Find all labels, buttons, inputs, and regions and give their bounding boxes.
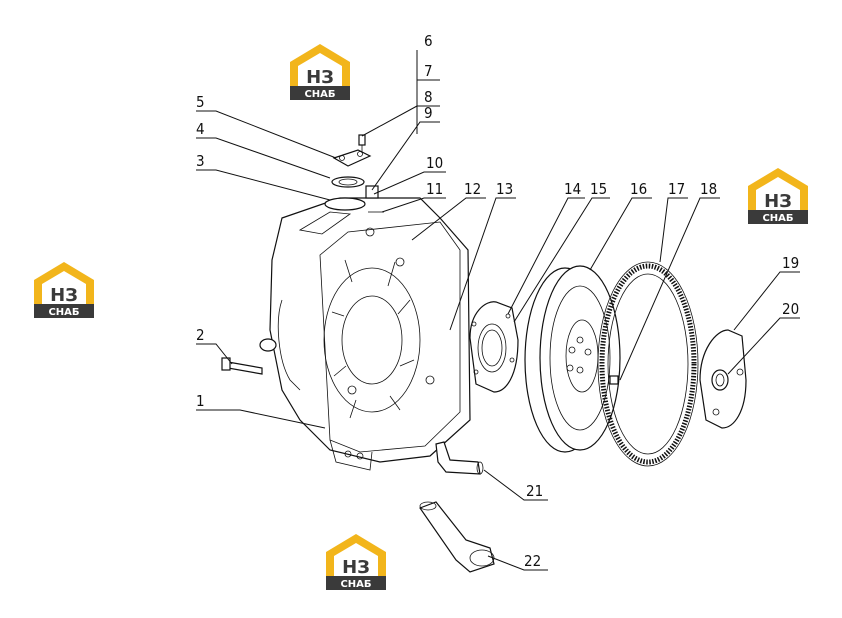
sleeve-part-22 — [419, 501, 495, 573]
callout-13: 13 — [496, 180, 513, 198]
callout-14: 14 — [564, 180, 581, 198]
callout-1: 1 — [196, 392, 205, 410]
callout-8: 8 — [424, 88, 433, 106]
svg-text:СНАБ: СНАБ — [762, 213, 793, 224]
callout-7: 7 — [424, 62, 433, 80]
elbow-fitting — [435, 441, 484, 475]
watermark-logo-3: НЗ СНАБ — [34, 262, 94, 318]
watermark-logo-2: НЗ СНАБ — [748, 168, 808, 224]
callout-20: 20 — [782, 300, 799, 318]
leader-lines — [196, 50, 800, 571]
callout-2: 2 — [196, 326, 205, 344]
callout-21: 21 — [526, 482, 543, 500]
bearing-plate — [699, 329, 747, 429]
seal-plate — [469, 301, 519, 393]
svg-text:СНАБ: СНАБ — [340, 579, 371, 590]
callout-19: 19 — [782, 254, 799, 272]
svg-text:СНАБ: СНАБ — [48, 307, 79, 318]
flywheel — [524, 265, 621, 453]
callout-12: 12 — [464, 180, 481, 198]
cover-assembly-parts-3-5 — [324, 149, 372, 211]
svg-text:НЗ: НЗ — [342, 557, 370, 578]
callout-6: 6 — [424, 32, 433, 50]
svg-text:СНАБ: СНАБ — [304, 89, 335, 100]
callout-11: 11 — [426, 180, 443, 198]
bolt-part-2 — [221, 357, 263, 375]
callout-10: 10 — [426, 154, 443, 172]
callout-9: 9 — [424, 104, 433, 122]
callout-numbers: 1 2 3 4 5 6 7 8 9 10 11 12 13 14 15 16 1… — [196, 32, 799, 570]
callout-3: 3 — [196, 152, 205, 170]
callout-4: 4 — [196, 120, 205, 138]
svg-text:НЗ: НЗ — [306, 67, 334, 88]
svg-text:НЗ: НЗ — [50, 285, 78, 306]
ring-gear — [597, 261, 699, 467]
callout-18: 18 — [700, 180, 717, 198]
callout-16: 16 — [630, 180, 647, 198]
callout-15: 15 — [590, 180, 607, 198]
callout-5: 5 — [196, 93, 205, 111]
callout-17: 17 — [668, 180, 685, 198]
watermark-logo-1: НЗ СНАБ — [290, 44, 350, 100]
callout-22: 22 — [524, 552, 541, 570]
svg-text:НЗ: НЗ — [764, 191, 792, 212]
flywheel-housing — [259, 197, 471, 471]
watermark-logo-4: НЗ СНАБ — [326, 534, 386, 590]
screw-parts-6-8 — [358, 134, 366, 152]
bolt-part-18 — [609, 375, 619, 385]
